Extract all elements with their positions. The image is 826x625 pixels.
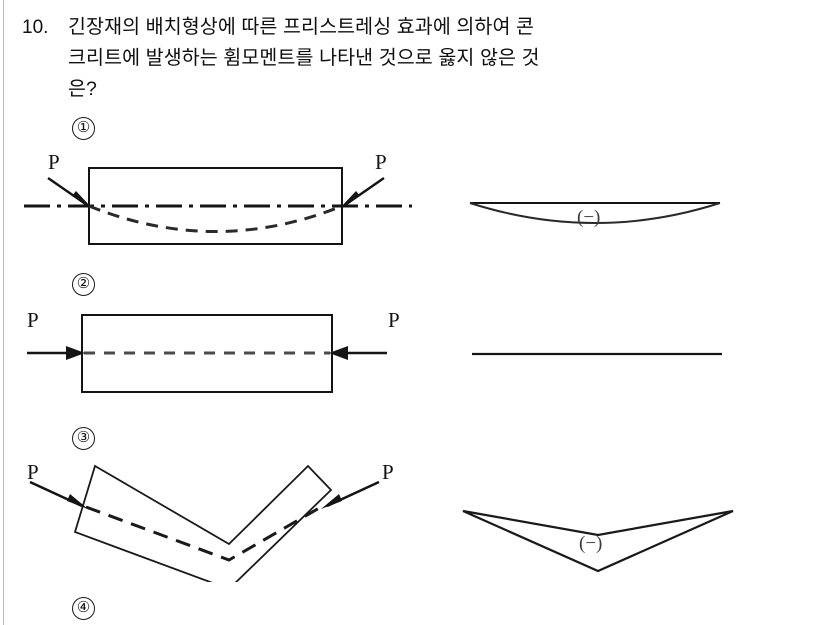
force-arrow-left-head-3: [67, 494, 88, 509]
force-arrow-left-head-2: [66, 346, 85, 360]
force-label-left-2: P: [27, 308, 39, 332]
force-arrow-right-head-2: [329, 346, 348, 360]
option-marker-1[interactable]: ①: [72, 117, 95, 140]
option-marker-3[interactable]: ③: [72, 427, 95, 450]
question-line-2: 크리트에 발생하는 휨모멘트를 나타낸 것으로 옳지 않은 것: [68, 47, 540, 69]
moment-sign-label-1: (−): [577, 207, 600, 228]
option-marker-2[interactable]: ②: [72, 273, 95, 296]
page-left-margin-rule: [3, 0, 4, 625]
option-1-left-figure: P P: [18, 142, 418, 257]
force-label-left-3: P: [27, 460, 39, 484]
question-block: 10. 긴장재의 배치형상에 따른 프리스트레싱 효과에 의하여 콘 크리트에 …: [22, 12, 812, 105]
force-label-left-1: P: [48, 150, 60, 174]
moment-vee-outline-3: [462, 509, 734, 573]
option-3-right-figure: (−): [455, 498, 745, 580]
question-number: 10.: [22, 17, 49, 38]
force-label-right-3: P: [382, 460, 394, 484]
moment-curve-1: [469, 202, 721, 224]
force-arrow-left-head-1: [72, 191, 91, 207]
question-line-1: 긴장재의 배치형상에 따른 프리스트레싱 효과에 의하여 콘: [68, 16, 535, 38]
moment-sign-label-3: (−): [579, 533, 602, 554]
beam-outline-3: [73, 464, 333, 582]
option-3-left-figure: P P: [18, 452, 418, 582]
option-2-right-figure: [460, 340, 740, 370]
force-label-right-2: P: [388, 308, 400, 332]
option-marker-4[interactable]: ④: [72, 597, 95, 620]
question-line-3: 은?: [68, 78, 97, 100]
force-label-right-1: P: [375, 150, 387, 174]
tendon-path-3: [85, 505, 322, 562]
option-2-left-figure: P P: [18, 300, 418, 404]
option-1-right-figure: (−): [460, 186, 740, 248]
force-arrow-right-head-3: [321, 494, 342, 509]
question-text: 긴장재의 배치형상에 따른 프리스트레싱 효과에 의하여 콘 크리트에 발생하는…: [68, 12, 812, 105]
force-arrow-right-head-1: [341, 191, 360, 207]
tendon-path-1: [88, 204, 343, 233]
